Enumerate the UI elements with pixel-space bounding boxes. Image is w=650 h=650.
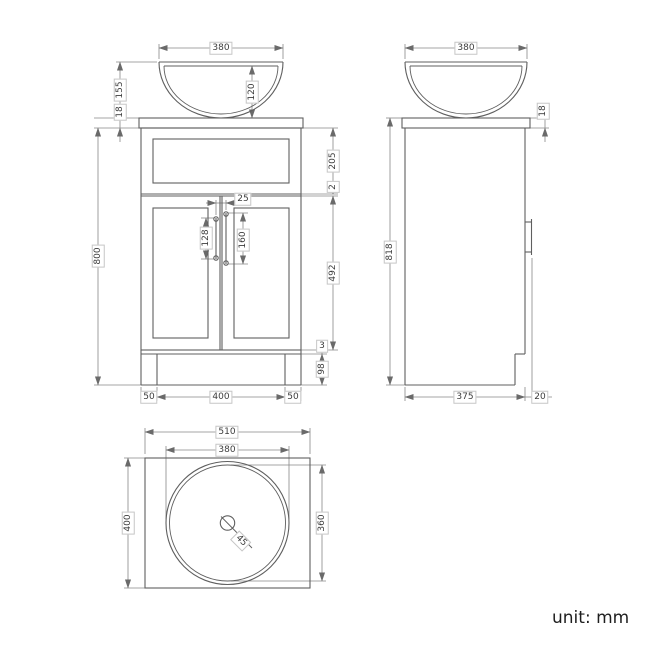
dim-front-door-height: 492 [326, 261, 340, 285]
dim-front-worktop-thickness: 18 [113, 103, 127, 121]
side-basin-bowl [404, 61, 528, 119]
front-countertop [138, 117, 304, 129]
dim-front-bowl-inner-depth: 120 [245, 80, 259, 104]
dim-top-basin-inner: 360 [315, 511, 329, 535]
dim-front-bowl-height: 155 [113, 78, 127, 102]
dim-front-panel-gap: 2 [326, 181, 340, 193]
front-view [94, 44, 338, 401]
front-door-handles [213, 211, 229, 266]
front-left-door-panel [152, 207, 209, 339]
dim-front-top-panel-height: 205 [326, 149, 340, 173]
front-basin-bowl [158, 61, 284, 119]
dim-top-width: 510 [215, 425, 239, 439]
dim-front-left-handle: 128 [199, 226, 213, 250]
dim-front-plinth-height: 98 [315, 360, 329, 378]
side-view [386, 44, 552, 401]
dim-front-handle-gap: 25 [234, 192, 252, 206]
dim-side-worktop-thickness: 18 [536, 102, 550, 120]
side-door-handle [525, 219, 533, 255]
top-basin-circles [165, 460, 290, 586]
side-cabinet [404, 127, 526, 386]
dim-front-plinth-width: 400 [209, 390, 233, 404]
dim-front-door-bottom-gap: 3 [316, 339, 328, 353]
dim-side-total-height: 818 [383, 240, 397, 264]
dim-side-handle-projection: 20 [531, 390, 549, 404]
front-cabinet [140, 127, 302, 386]
side-countertop [401, 117, 531, 129]
front-drawer-panel [152, 138, 290, 184]
dim-top-depth: 400 [121, 511, 135, 535]
unit-label: unit: mm [552, 608, 630, 628]
dim-front-plinth-inset-left: 50 [140, 390, 158, 404]
dim-front-plinth-inset-right: 50 [284, 390, 302, 404]
top-countertop-outline [144, 457, 311, 589]
dim-front-cabinet-height: 800 [91, 244, 105, 268]
dim-side-bowl-width: 380 [454, 41, 478, 55]
dim-front-right-handle: 160 [236, 228, 250, 252]
dim-side-depth: 375 [453, 390, 477, 404]
dim-front-bowl-width: 380 [209, 41, 233, 55]
dim-top-basin-outer: 380 [215, 443, 239, 457]
front-right-door-panel [233, 207, 290, 339]
